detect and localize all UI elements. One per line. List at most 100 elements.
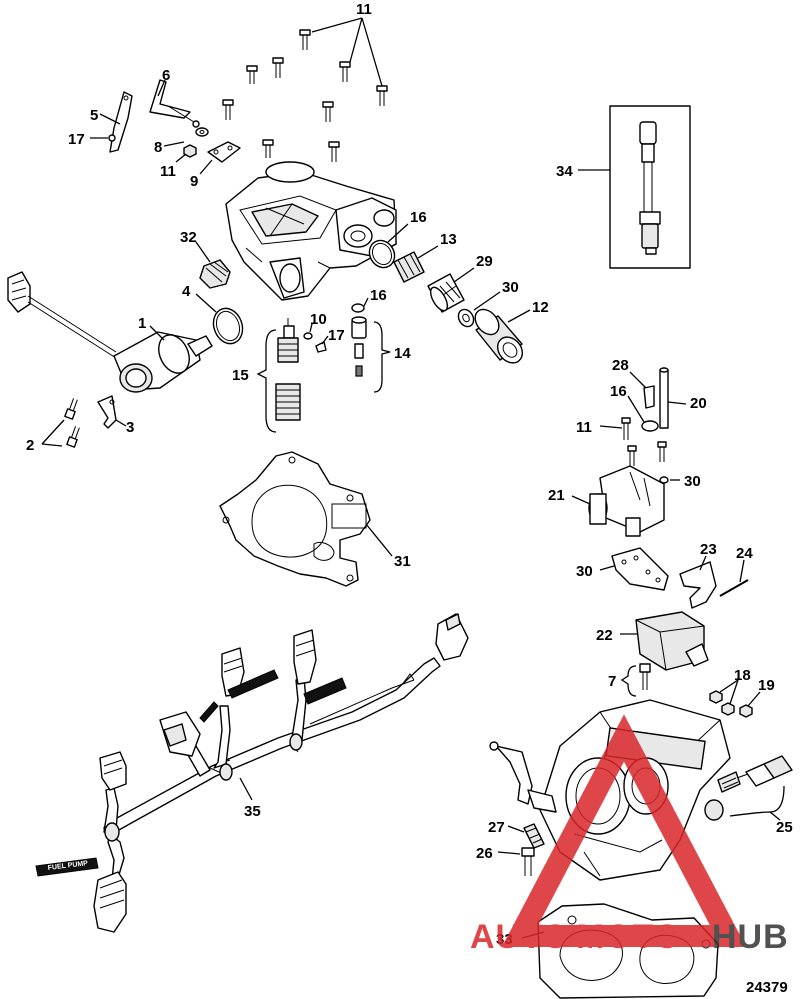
screw-7 [639, 663, 651, 690]
callout-16-mid: 16 [370, 287, 387, 304]
oring-30-right [659, 476, 669, 484]
callout-2: 2 [26, 437, 34, 454]
gasket-31 [219, 451, 371, 587]
leader-13 [417, 245, 439, 259]
watermark-logo: AUTO MOTO HUB [470, 714, 788, 956]
callout-1: 1 [138, 315, 146, 332]
filter-29 [427, 273, 465, 313]
screws-18 [709, 690, 735, 716]
leader-3 [115, 419, 127, 427]
watermark-text-mid: MOTO [576, 918, 681, 956]
leader-30-inlet [473, 291, 501, 311]
callout-24: 24 [736, 545, 753, 562]
wire-harness-35 [103, 657, 441, 881]
callout-30-inlet: 30 [502, 279, 519, 296]
leader-25 [729, 785, 785, 817]
leader-35 [239, 777, 253, 801]
harness-connectors [93, 613, 469, 933]
gasket-16-inlet [368, 239, 396, 269]
tube-20 [659, 367, 669, 429]
callout-11-left: 11 [160, 163, 176, 180]
leader-27 [507, 825, 525, 833]
screws-11-right [621, 417, 667, 466]
callout-18: 18 [734, 667, 751, 684]
callout-3: 3 [126, 419, 134, 436]
gasket-4 [212, 307, 244, 345]
leader-26 [497, 851, 521, 855]
leader-11-top [311, 17, 383, 87]
callout-22: 22 [596, 627, 613, 644]
bracket-14 [373, 321, 391, 393]
pin-24 [719, 579, 749, 597]
idle-air-control-1 [113, 331, 213, 393]
callout-8: 8 [154, 139, 162, 156]
gasket-16-mid [351, 303, 365, 313]
idle-speed-screw-25 [704, 755, 793, 821]
leader-29 [453, 267, 475, 283]
spring-13 [393, 251, 425, 283]
plate-30-lower [611, 547, 669, 591]
callout-16-right: 16 [610, 383, 627, 400]
leader-2b [41, 443, 63, 447]
leader-21 [571, 495, 591, 505]
leader-24 [739, 559, 745, 583]
leader-28 [629, 371, 647, 389]
callout-20: 20 [690, 395, 707, 412]
leader-12 [507, 309, 531, 323]
inlet-nut-12 [474, 308, 524, 364]
nut-11-left [183, 144, 197, 158]
callout-17-mid: 17 [328, 327, 345, 344]
plug-28 [643, 385, 655, 409]
figure-number: 24379 [746, 979, 788, 996]
clip-17-left [108, 134, 116, 142]
callout-10: 10 [310, 311, 327, 328]
vent-assembly-21 [588, 465, 665, 537]
retainer-clip-3 [97, 395, 117, 429]
clip-10 [303, 332, 313, 340]
leader-16-inlet [387, 223, 409, 243]
leader-32 [195, 241, 211, 263]
leader-23 [699, 555, 707, 571]
throttle-lever-arm [489, 741, 557, 813]
leader-10 [309, 323, 313, 333]
spring-27 [523, 823, 545, 849]
callout-28: 28 [612, 357, 629, 374]
linkage-rod-6 [149, 79, 200, 128]
callout-13: 13 [440, 231, 457, 248]
callout-7: 7 [608, 673, 616, 690]
leader-5 [99, 113, 121, 125]
callout-30-lower: 30 [576, 563, 593, 580]
callout-34: 34 [556, 163, 573, 180]
callout-9: 9 [190, 173, 198, 190]
callout-12: 12 [532, 299, 549, 316]
leader-17-mid [321, 335, 329, 345]
washer-8 [195, 127, 209, 137]
accelerator-pump-15 [275, 318, 301, 421]
connector-plug-1 [7, 271, 31, 313]
leader-1 [149, 325, 165, 341]
leader-16-right [627, 395, 645, 423]
callout-14: 14 [394, 345, 411, 362]
bracket-23 [679, 561, 717, 609]
callout-31: 31 [394, 553, 411, 570]
callout-29: 29 [476, 253, 493, 270]
leader-11-right [599, 425, 623, 429]
fuel-inlet-fitting-32 [199, 259, 231, 289]
bracket-7 [620, 665, 637, 697]
oring-16-right [641, 420, 659, 432]
carburetor-air-horn [225, 161, 397, 301]
callout-30-right: 30 [684, 473, 701, 490]
callout-11-right: 11 [576, 419, 592, 436]
callout-5: 5 [90, 107, 98, 124]
callout-35: 35 [244, 803, 261, 820]
callout-26: 26 [476, 845, 493, 862]
leader-18b [729, 679, 739, 705]
screws-2 [64, 398, 80, 448]
callout-17-left: 17 [68, 131, 85, 148]
leader-8 [163, 141, 185, 147]
bracket-15 [256, 329, 277, 433]
leader-19 [747, 691, 761, 707]
leader-11-left [175, 153, 187, 163]
throttle-linkage-lever-5 [109, 91, 133, 153]
